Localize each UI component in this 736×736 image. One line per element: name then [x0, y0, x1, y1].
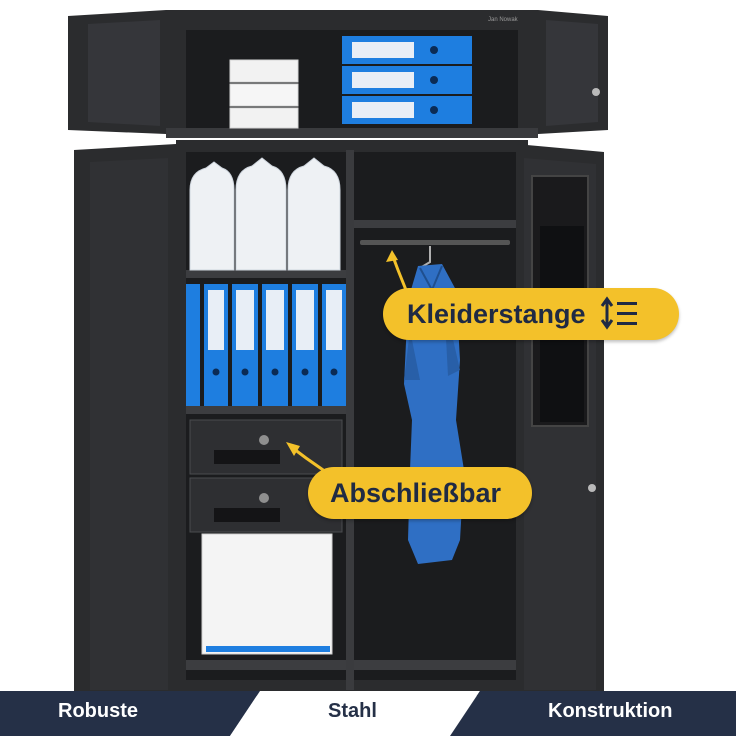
printer-paper-box: [201, 533, 333, 655]
banner-center-text: Stahl: [328, 700, 377, 722]
drawer-lock-icon: [259, 435, 269, 445]
callout-lockable-label: Abschließbar: [330, 477, 502, 508]
top-binders: [342, 36, 472, 124]
top-lock-icon: [592, 88, 600, 96]
callout-clothes-rail: Kleiderstange: [383, 288, 679, 340]
main-lock-icon: [588, 484, 596, 492]
clothes-rail: [360, 240, 510, 245]
water-canisters: [189, 157, 341, 271]
callout-lockable: Abschließbar: [308, 467, 532, 519]
banner-right-text: Konstruktion: [548, 700, 673, 722]
vertical-binders: [186, 284, 346, 406]
banner-left-text: Robuste: [58, 700, 138, 722]
sort-lines-icon: [600, 296, 637, 330]
drawer-lock-icon: [259, 493, 269, 503]
paper-boxes: [229, 59, 299, 129]
top-compartment: [68, 10, 608, 138]
callout-clothes-rail-label: Kleiderstange: [407, 298, 586, 329]
brand-label: Jan Nowak: [488, 17, 519, 23]
bottom-banner: [0, 691, 736, 736]
